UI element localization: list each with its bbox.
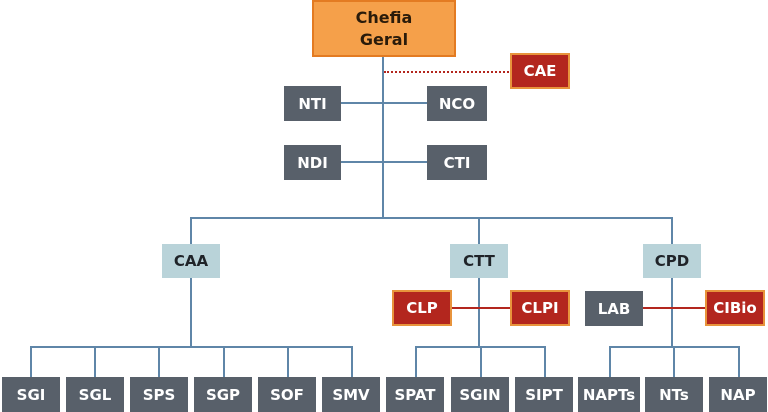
node-chefia-line1: Chefia xyxy=(355,7,413,27)
unit-nap: NAP xyxy=(709,377,767,412)
unit-sof: SOF xyxy=(258,377,316,412)
unit-sgi: SGI xyxy=(2,377,60,412)
unit-sgp: SGP xyxy=(194,377,252,412)
connector-nti-nco xyxy=(340,102,428,104)
node-clp: CLP xyxy=(392,290,452,326)
node-cibio: CIBio xyxy=(705,290,765,326)
connector-sgin xyxy=(480,346,482,378)
node-cti: CTI xyxy=(427,145,487,180)
unit-sgin: SGIN xyxy=(451,377,509,412)
connector-sps xyxy=(158,346,160,378)
connector-smv xyxy=(351,346,353,378)
connector-sipt xyxy=(544,346,546,378)
node-ctt: CTT xyxy=(450,244,508,278)
node-chefia-geral: Chefia Geral xyxy=(312,0,456,57)
connector-cpd-down xyxy=(671,277,673,347)
connector-clp-clpi xyxy=(450,307,512,309)
unit-nts: NTs xyxy=(645,377,703,412)
connector-nts xyxy=(673,346,675,378)
unit-sgl: SGL xyxy=(66,377,124,412)
node-nti: NTI xyxy=(284,86,341,121)
connector-spat xyxy=(415,346,417,378)
connector-sgl xyxy=(94,346,96,378)
node-cae: CAE xyxy=(510,53,570,89)
connector-ctt-down xyxy=(478,277,480,347)
node-chefia-line2: Geral xyxy=(359,29,409,49)
connector-caa-down xyxy=(190,277,192,347)
unit-sipt: SIPT xyxy=(515,377,573,412)
connector-division-bus xyxy=(190,217,673,219)
unit-napts: NAPTs xyxy=(578,377,640,412)
connector-ndi-cti xyxy=(340,161,428,163)
connector-nap xyxy=(738,346,740,378)
connector-cae-dotted xyxy=(384,71,512,73)
connector-sgi xyxy=(30,346,32,378)
connector-caa-bus xyxy=(30,346,353,348)
connector-sgp xyxy=(223,346,225,378)
node-nco: NCO xyxy=(427,86,487,121)
unit-sps: SPS xyxy=(130,377,188,412)
node-lab: LAB xyxy=(585,291,643,326)
connector-caa-drop xyxy=(190,217,192,245)
connector-cpd-drop xyxy=(671,217,673,245)
node-cpd: CPD xyxy=(643,244,701,278)
node-caa: CAA xyxy=(162,244,220,278)
connector-ctt-drop xyxy=(478,217,480,245)
connector-napts xyxy=(609,346,611,378)
connector-lab-cibio xyxy=(642,307,706,309)
unit-spat: SPAT xyxy=(386,377,444,412)
connector-trunk xyxy=(382,57,384,218)
node-ndi: NDI xyxy=(284,145,341,180)
node-clpi: CLPI xyxy=(510,290,570,326)
unit-smv: SMV xyxy=(322,377,380,412)
connector-sof xyxy=(287,346,289,378)
